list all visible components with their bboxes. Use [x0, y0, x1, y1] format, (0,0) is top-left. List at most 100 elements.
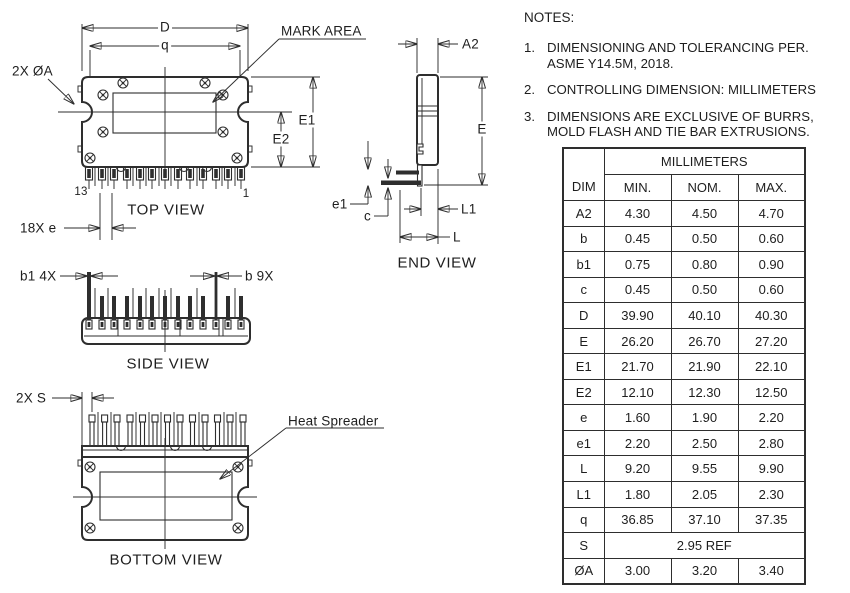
- notes-section: NOTES: 1. DIMENSIONING AND TOLERANCING P…: [524, 10, 850, 151]
- cell-nom: 2.50: [670, 429, 739, 457]
- note-line: DIMENSIONING AND TOLERANCING PER.: [547, 40, 809, 55]
- cell-dim: c: [562, 276, 605, 304]
- note-line: DIMENSIONS ARE EXCLUSIVE OF BURRS,: [547, 108, 814, 124]
- cell-min: 0.45: [603, 225, 672, 253]
- cell-max: 2.20: [737, 404, 806, 431]
- header-unit: MILLIMETERS: [603, 147, 806, 175]
- cell-dim: E2: [562, 378, 605, 406]
- dim-label-d: D: [158, 19, 172, 35]
- header-min: MIN.: [603, 174, 672, 201]
- cell-max: 22.10: [737, 353, 806, 380]
- note-text: CONTROLLING DIMENSION: MILLIMETERS: [547, 82, 816, 98]
- header-dim: DIM: [562, 147, 605, 201]
- note-number: 2.: [524, 82, 535, 97]
- cell-nom: 26.70: [670, 327, 739, 355]
- cell-min: 4.30: [603, 200, 672, 227]
- note-line: ASME Y14.5M, 2018.: [547, 55, 674, 71]
- cell-max: 12.50: [737, 378, 806, 406]
- cell-nom: 2.05: [670, 481, 739, 508]
- cell-nom: 0.50: [670, 276, 739, 304]
- top-view-title: TOP VIEW: [127, 201, 205, 219]
- cell-max: 2.80: [737, 429, 806, 457]
- top-view-drawing: [47, 24, 366, 240]
- cell-dim: A2: [562, 200, 605, 227]
- cell-nom: 21.90: [670, 353, 739, 380]
- cell-dim: E1: [562, 353, 605, 380]
- mark-area-label: MARK AREA: [281, 23, 362, 39]
- cell-max: 9.90: [737, 455, 806, 483]
- dim-label-l1: L1: [461, 201, 477, 217]
- header-nom: NOM.: [670, 174, 739, 201]
- cell-nom: 40.10: [670, 302, 739, 329]
- cell-dim: q: [562, 506, 605, 534]
- cell-nom: 1.90: [670, 404, 739, 431]
- side-view-title: SIDE VIEW: [126, 355, 210, 373]
- cell-dim: L: [562, 455, 605, 483]
- heat-spreader-label: Heat Spreader: [288, 413, 379, 429]
- pitch-label: 18X e: [20, 220, 57, 236]
- pin-number-13: 13: [74, 186, 88, 198]
- dim-label-a2: A2: [462, 36, 479, 52]
- cell-nom: 12.30: [670, 378, 739, 406]
- table-header-row: MIN. NOM. MAX.: [563, 174, 806, 201]
- cell-min: 26.20: [603, 327, 672, 355]
- cell-min: 9.20: [603, 455, 672, 483]
- dim-label-s: 2X S: [16, 390, 47, 406]
- cell-min: 2.20: [603, 429, 672, 457]
- dim-label-e1-pitch: e1: [332, 196, 348, 212]
- dim-label-e1-height: E1: [296, 112, 318, 128]
- note-text: DIMENSIONING AND TOLERANCING PER. ASME Y…: [547, 40, 809, 71]
- dim-label-q: q: [159, 37, 171, 53]
- cell-span-value: 2.95 REF: [603, 532, 806, 559]
- cell-max: 0.60: [737, 225, 806, 253]
- note-line: MOLD FLASH AND TIE BAR EXTRUSIONS.: [547, 124, 810, 139]
- cell-dim: D: [562, 302, 605, 329]
- cell-dim: b: [562, 225, 605, 253]
- cell-dim: e: [562, 404, 605, 431]
- cell-max: 37.35: [737, 506, 806, 534]
- table-unit-row: DIM MILLIMETERS: [562, 147, 806, 201]
- dim-label-e2-height: E2: [270, 131, 292, 147]
- cell-dim: S: [562, 532, 605, 559]
- note-number: 1.: [524, 40, 535, 55]
- note-line: CONTROLLING DIMENSION: MILLIMETERS: [547, 82, 816, 97]
- cell-max: 0.60: [737, 276, 806, 304]
- cell-max: 2.30: [737, 481, 806, 508]
- note-number: 3.: [524, 108, 535, 124]
- cell-max: 40.30: [737, 302, 806, 329]
- cell-min: 0.45: [603, 276, 672, 304]
- cell-max: 4.70: [737, 200, 806, 227]
- dim-label-e: E: [475, 121, 489, 137]
- dim-label-c: c: [364, 208, 371, 224]
- cell-min: 3.00: [603, 557, 672, 585]
- cell-min: 0.75: [603, 251, 672, 278]
- cell-dim: b1: [562, 251, 605, 278]
- cell-dim: ØA: [562, 557, 605, 585]
- cell-nom: 9.55: [670, 455, 739, 483]
- cell-dim: E: [562, 327, 605, 355]
- note-item-3: 3. DIMENSIONS ARE EXCLUSIVE OF BURRS, MO…: [524, 109, 850, 140]
- header-max: MAX.: [737, 174, 806, 201]
- cell-min: 1.80: [603, 481, 672, 508]
- cell-min: 1.60: [603, 404, 672, 431]
- cell-dim: e1: [562, 429, 605, 457]
- hole-callout-label: 2X ØA: [12, 63, 53, 79]
- cell-min: 36.85: [603, 506, 672, 534]
- cell-nom: 0.50: [670, 225, 739, 253]
- note-item-1: 1. DIMENSIONING AND TOLERANCING PER. ASM…: [524, 40, 850, 71]
- notes-title: NOTES:: [524, 10, 575, 25]
- bottom-view-title: BOTTOM VIEW: [109, 551, 223, 569]
- pin-number-1: 1: [242, 188, 250, 200]
